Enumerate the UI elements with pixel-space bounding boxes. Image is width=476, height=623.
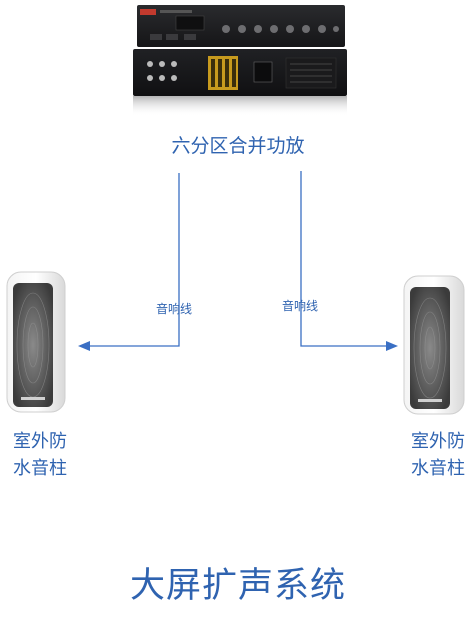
amplifier-label: 六分区合并功放 <box>171 135 305 157</box>
left-speaker-label: 室外防 水音柱 <box>0 428 80 482</box>
wire-left <box>82 173 180 347</box>
left-speaker-label-line2: 水音柱 <box>13 458 67 479</box>
wire-right-label: 音响线 <box>282 299 319 313</box>
arrowhead-left <box>78 341 90 351</box>
page-title: 大屏扩声系统 <box>129 566 346 606</box>
wire-left-label: 音响线 <box>156 302 193 316</box>
amplifier-image <box>133 5 347 116</box>
wire-right <box>300 171 394 347</box>
left-speaker-image <box>6 271 66 413</box>
right-speaker-image <box>403 275 465 415</box>
right-speaker-label-line1: 室外防 <box>411 431 465 452</box>
right-speaker-label-line2: 水音柱 <box>411 458 465 479</box>
left-speaker-label-line1: 室外防 <box>13 431 67 452</box>
arrowhead-right <box>386 341 398 351</box>
right-speaker-label: 室外防 水音柱 <box>398 428 476 482</box>
